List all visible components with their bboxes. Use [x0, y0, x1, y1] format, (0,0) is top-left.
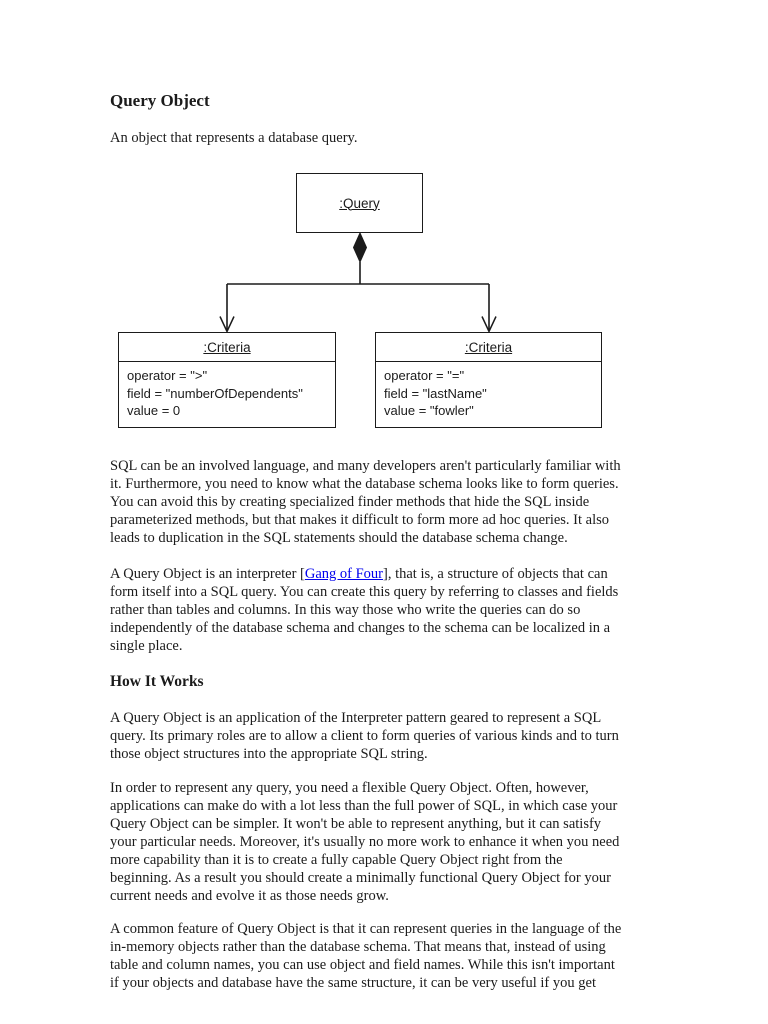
- criteria-left-attributes: operator = ">" field = "numberOfDependen…: [127, 368, 303, 418]
- section-heading-how-it-works: How It Works: [110, 673, 204, 690]
- paragraph-roles: A Query Object is an application of the …: [110, 710, 619, 762]
- criteria-right-title: :Criteria: [464, 339, 513, 355]
- diagram-connectors: [219, 231, 497, 334]
- query-box-title: :Query: [339, 195, 380, 211]
- paragraph-sql-involved: SQL can be an involved language, and man…: [110, 458, 621, 546]
- criteria-right-box: :Criteria operator = "=" field = "lastNa…: [375, 332, 602, 428]
- gang-of-four-link[interactable]: Gang of Four: [304, 566, 384, 582]
- criteria-left-box: :Criteria operator = ">" field = "number…: [118, 332, 336, 428]
- criteria-left-title: :Criteria: [203, 339, 251, 355]
- criteria-right-title-compartment: :Criteria: [376, 333, 601, 362]
- arrowhead-left-icon: [219, 316, 235, 334]
- paragraph-interpreter-after: ], that is, a structure of objects that …: [110, 566, 619, 654]
- paragraph-flexible: In order to represent any query, you nee…: [110, 780, 620, 904]
- composition-diamond-icon: [352, 231, 368, 264]
- paragraph-common-feature: A common feature of Query Object is that…: [110, 921, 622, 991]
- paragraph-interpreter-before: A Query Object is an interpreter [: [110, 566, 305, 582]
- page-title: Query Object: [110, 91, 210, 110]
- paragraph-interpreter: A Query Object is an interpreter [Gang o…: [110, 565, 755, 655]
- arrowhead-right-icon: [481, 316, 497, 334]
- intro-text: An object that represents a database que…: [110, 130, 358, 146]
- query-object-box: :Query: [296, 173, 423, 233]
- criteria-right-attributes: operator = "=" field = "lastName" value …: [384, 368, 487, 418]
- criteria-left-title-compartment: :Criteria: [119, 333, 335, 362]
- uml-object-diagram: :Query :Criteria operator = ">" field = …: [0, 170, 768, 445]
